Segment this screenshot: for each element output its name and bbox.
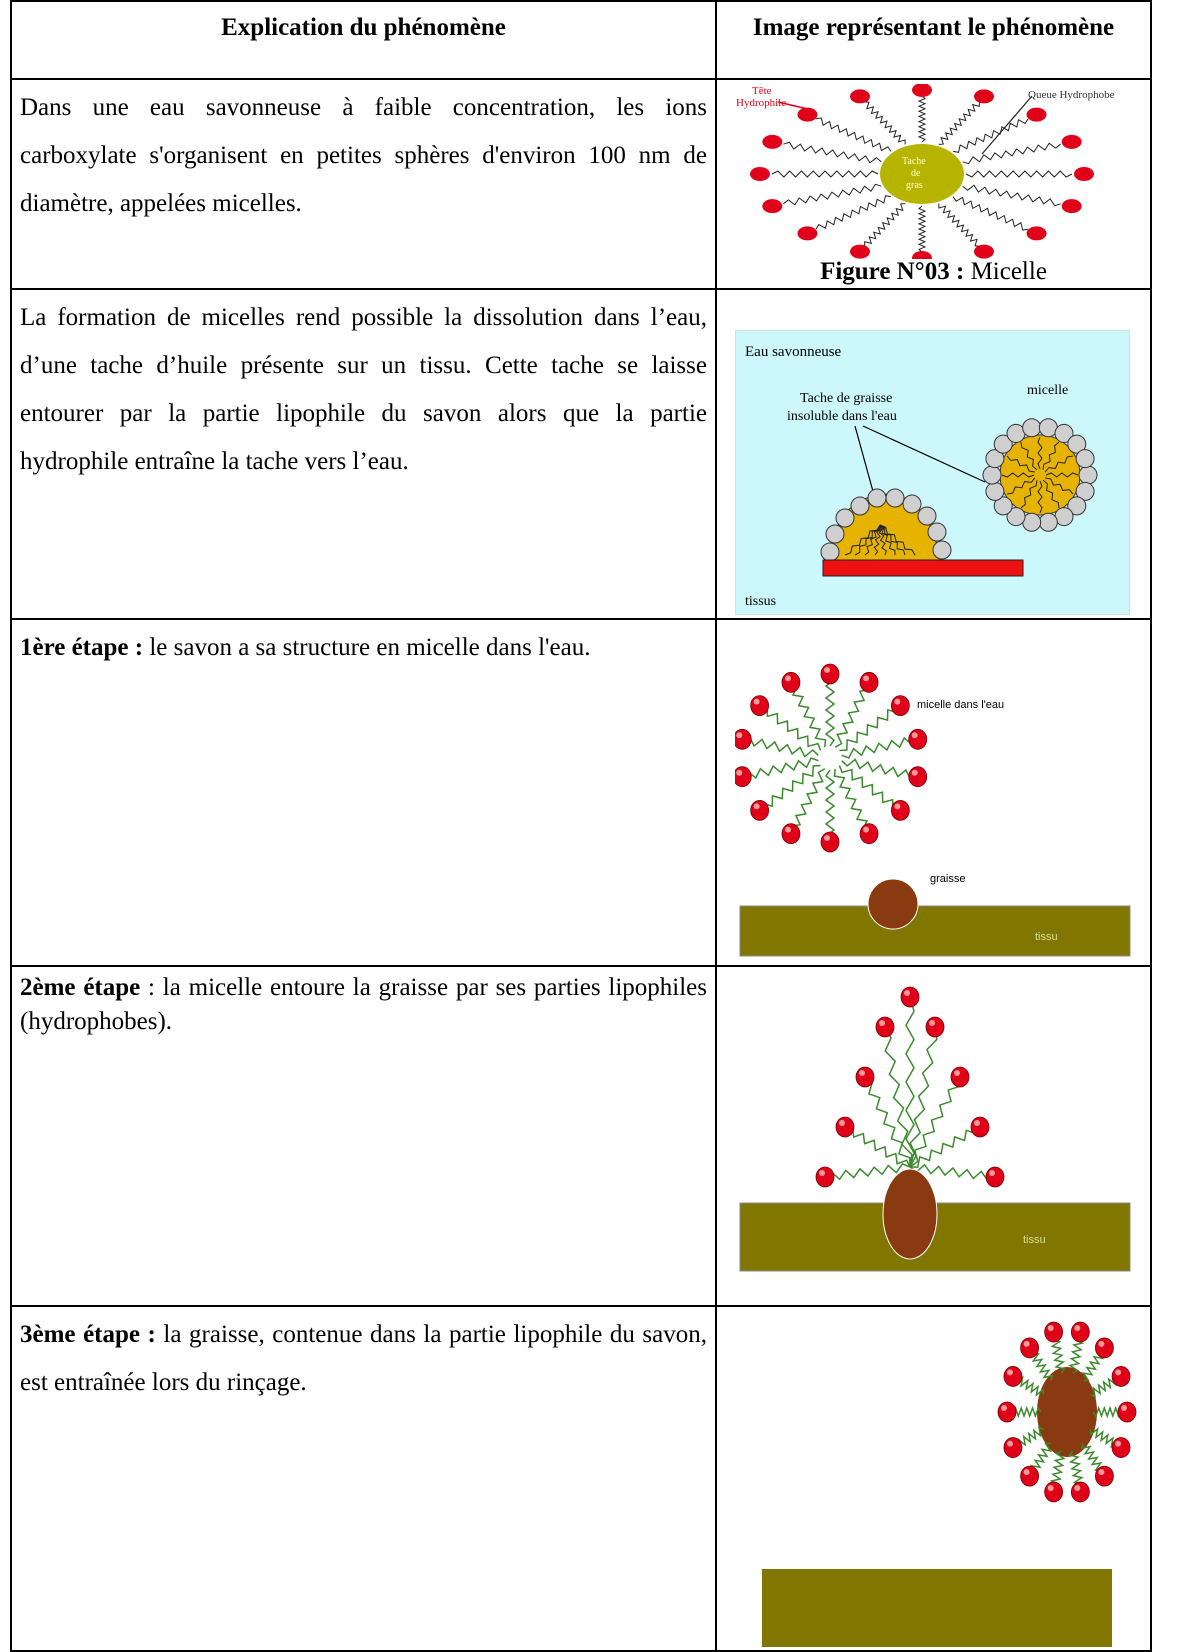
- row-micelle: Dans une eau savonneuse à faible concent…: [10, 78, 1152, 290]
- dissolution-figure: Eau savonneuse micelle Tache de graisse …: [735, 330, 1130, 615]
- label-stain-2: insoluble dans l'eau: [787, 409, 897, 424]
- phenomenon-table: Explication du phénomène Image représent…: [10, 0, 1152, 1652]
- row-3-image-cell: micelle dans l'eau graisse tissu: [715, 618, 1152, 967]
- step-3-text: la graisse, contenue dans la partie lipo…: [20, 1321, 708, 1396]
- caption-bold: Figure N°03 :: [820, 258, 965, 285]
- row-step-3: 3ème étape : la graisse, contenue dans l…: [10, 1305, 1152, 1652]
- row-dissolution: La formation de micelles rend possible l…: [10, 288, 1152, 620]
- row-step-1: 1ère étape : le savon a sa structure en …: [10, 618, 1152, 967]
- step-1-label: 1ère étape :: [20, 634, 144, 661]
- step-2-figure: tissu: [739, 986, 1131, 1272]
- step-3-label: 3ème étape :: [20, 1321, 156, 1348]
- row-step-2: 2ème étape : la micelle entoure la grais…: [10, 965, 1152, 1307]
- label-grease: graisse: [930, 873, 965, 885]
- label-fabric: tissus: [745, 594, 776, 609]
- figure-caption: Figure N°03 : Micelle: [717, 258, 1150, 286]
- label-micelle: micelle: [1027, 383, 1068, 398]
- step-3-micelle: [997, 1321, 1137, 1503]
- label-center-3: gras: [906, 180, 923, 191]
- row-4-image-cell: tissu: [715, 965, 1152, 1307]
- step-2-micelle: [815, 986, 1005, 1188]
- step-1-text: le savon a sa structure en micelle dans …: [143, 634, 591, 661]
- label-fabric-2: tissu: [1023, 1234, 1046, 1246]
- label-center-1: Tache: [902, 156, 926, 167]
- label-tail: Queue Hydrophobe: [1028, 89, 1115, 101]
- step-3-figure: [762, 1321, 1137, 1647]
- row-2-image-cell: Eau savonneuse micelle Tache de graisse …: [715, 288, 1152, 620]
- row-5-text: 3ème étape : la graisse, contenue dans l…: [10, 1305, 717, 1652]
- label-head-line1: Tête: [752, 85, 772, 97]
- step-2-text: : la micelle entoure la graisse par ses …: [20, 974, 707, 1035]
- row-1-image-cell: Tête Hydrophile Queue Hydrophobe Tache d…: [715, 78, 1152, 290]
- step-1-micelle: [735, 663, 928, 853]
- header-row: Explication du phénomène Image représent…: [10, 0, 1152, 80]
- micelle-drawing: [750, 84, 1094, 259]
- step-2-label: 2ème étape: [20, 974, 141, 1001]
- row-4-text: 2ème étape : la micelle entoure la grais…: [10, 965, 717, 1307]
- row-5-image-cell: [715, 1305, 1152, 1652]
- label-water: Eau savonneuse: [745, 344, 842, 360]
- stain-drawing: [820, 488, 952, 562]
- header-explanation: Explication du phénomène: [10, 0, 717, 80]
- label-center-2: de: [911, 168, 921, 179]
- caption-text: Micelle: [964, 258, 1047, 285]
- row-2-text: La formation de micelles rend possible l…: [10, 288, 717, 620]
- step-1-figure: micelle dans l'eau graisse tissu: [735, 663, 1131, 957]
- micelle-figure: Tête Hydrophile Queue Hydrophobe Tache d…: [736, 84, 1115, 259]
- label-stain-1: Tache de graisse: [800, 391, 892, 406]
- row-3-text: 1ère étape : le savon a sa structure en …: [10, 618, 717, 967]
- label-head-line2: Hydrophile: [736, 97, 786, 109]
- label-fabric-1: tissu: [1035, 931, 1058, 943]
- header-image: Image représentant le phénomène: [715, 0, 1152, 80]
- micelle-with-grease: [982, 418, 1098, 532]
- label-micelle-water: micelle dans l'eau: [917, 699, 1004, 711]
- row-1-text: Dans une eau savonneuse à faible concent…: [10, 78, 717, 290]
